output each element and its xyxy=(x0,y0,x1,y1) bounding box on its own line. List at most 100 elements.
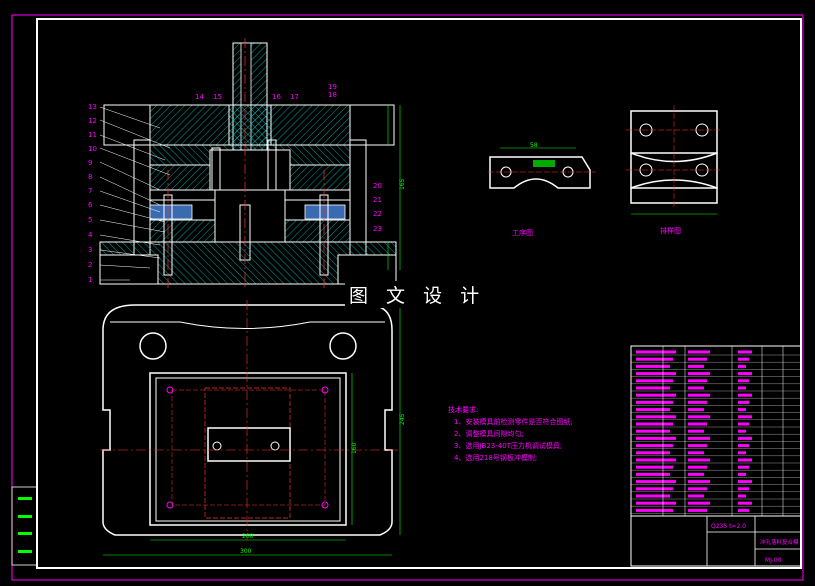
part-number: 16 xyxy=(272,93,281,101)
dim-workpiece-width: 58 xyxy=(530,142,538,149)
part-number: 20 xyxy=(373,182,382,190)
part-number: 4 xyxy=(88,231,93,239)
parts-list-cell xyxy=(636,422,673,426)
material-note: Q235 t=2.0 xyxy=(711,523,746,530)
parts-list-cell xyxy=(738,364,746,368)
parts-list-cell xyxy=(688,487,707,491)
part-number: 22 xyxy=(373,210,382,218)
parts-list-cell xyxy=(688,372,710,376)
dim-plan-width: 300 xyxy=(240,548,252,555)
parts-list-cell xyxy=(636,408,670,412)
parts-list-cell xyxy=(688,508,707,512)
parts-list xyxy=(630,345,802,517)
parts-list-cell xyxy=(738,487,749,491)
parts-list-cell xyxy=(636,393,676,397)
part-number: 10 xyxy=(88,145,97,153)
parts-list-cell xyxy=(688,480,710,484)
drawing-number: MJ-00 xyxy=(765,557,782,564)
parts-list-cell xyxy=(738,472,746,476)
dim-plan-inner-height: 160 xyxy=(351,442,358,454)
parts-list-cell xyxy=(738,386,746,390)
parts-list-cell xyxy=(738,451,746,455)
parts-list-cell xyxy=(688,364,704,368)
part-number: 13 xyxy=(88,103,97,111)
technical-requirement-item: 3、选用JB23-40T压力机调试模具; xyxy=(454,442,563,450)
dim-section-height: 165 xyxy=(399,178,406,190)
dim-plan-height: 245 xyxy=(399,413,406,425)
part-number: 3 xyxy=(88,246,92,254)
part-number: 17 xyxy=(290,93,299,101)
part-number: 21 xyxy=(373,196,382,204)
parts-list-cell xyxy=(636,480,676,484)
watermark: 图 文 设 计 xyxy=(345,281,490,308)
parts-list-cell xyxy=(688,444,707,448)
part-number: 18 xyxy=(328,91,337,99)
parts-list-cell xyxy=(688,379,707,383)
technical-requirement-item: 4、选用218号钢板冲模制; xyxy=(454,454,538,462)
part-number: 23 xyxy=(373,225,382,233)
title-block: Q235 t=2.0 冲孔落料复合模 MJ-00 xyxy=(630,515,802,567)
strip-layout-view xyxy=(626,105,722,215)
part-number: 7 xyxy=(88,187,92,195)
parts-list-cell xyxy=(688,350,710,354)
parts-list-cell xyxy=(636,372,676,376)
inner-border xyxy=(36,18,802,569)
parts-list-cell xyxy=(738,436,752,440)
parts-list-cell xyxy=(738,408,746,412)
parts-list-cell xyxy=(636,400,673,404)
parts-list-cell xyxy=(738,379,749,383)
part-number: 14 xyxy=(195,93,204,101)
part-number: 12 xyxy=(88,117,97,125)
plan-view: 300 200 245 160 xyxy=(100,300,406,556)
parts-list-cell xyxy=(636,357,673,361)
parts-list-cell xyxy=(688,451,704,455)
parts-list-cell xyxy=(738,465,749,469)
part-number: 11 xyxy=(88,131,97,139)
part-number: 8 xyxy=(88,173,92,181)
parts-list-cell xyxy=(636,465,673,469)
parts-list-cell xyxy=(636,472,670,476)
part-number: 5 xyxy=(88,216,92,224)
parts-list-cell xyxy=(636,458,676,462)
parts-list-cell xyxy=(636,364,670,368)
parts-list-cell xyxy=(738,458,752,462)
technical-requirements: 技术要求: 1、安装模具前检测零件是否符合图纸; 2、调整模具间隙均匀; 3、选… xyxy=(448,404,573,464)
technical-requirement-item: 1、安装模具前检测零件是否符合图纸; xyxy=(454,418,573,426)
part-numbers-top: 14 15 16 17 19 18 xyxy=(195,83,337,101)
parts-list-cell xyxy=(738,422,749,426)
parts-list-cell xyxy=(688,422,707,426)
parts-list-cell xyxy=(688,415,710,419)
parts-list-cell xyxy=(688,386,704,390)
technical-requirements-title: 技术要求: xyxy=(448,406,479,414)
parts-list-cell xyxy=(738,480,752,484)
parts-list-cell xyxy=(688,501,710,505)
part-number: 9 xyxy=(88,159,92,167)
part-number: 1 xyxy=(88,276,92,284)
technical-requirement-item: 2、调整模具间隙均匀; xyxy=(454,430,524,438)
parts-list-cell xyxy=(636,350,676,354)
parts-list-cell xyxy=(636,415,676,419)
parts-list-cell xyxy=(738,501,752,505)
part-number: 15 xyxy=(213,93,222,101)
parts-list-cell xyxy=(688,357,707,361)
part-number: 6 xyxy=(88,201,93,209)
section-view xyxy=(99,38,401,290)
left-title-strip xyxy=(11,486,38,566)
parts-list-cell xyxy=(636,494,670,498)
parts-list-cell xyxy=(636,444,673,448)
parts-list-cell xyxy=(738,494,746,498)
parts-list-cell xyxy=(688,472,704,476)
workpiece-view: 58 xyxy=(488,142,596,189)
parts-list-cell xyxy=(688,393,710,397)
dim-plan-inner-width: 200 xyxy=(242,533,254,540)
parts-list-cell xyxy=(738,508,749,512)
part-numbers-left: 13 12 11 10 9 8 7 6 5 4 3 2 1 xyxy=(88,103,97,284)
parts-list-cell xyxy=(688,465,707,469)
parts-list-cell xyxy=(636,386,670,390)
parts-list-cell xyxy=(738,357,749,361)
workpiece-label: 工序图 xyxy=(512,229,533,237)
parts-list-cell xyxy=(688,429,704,433)
outer-border xyxy=(11,14,804,581)
parts-list-cell xyxy=(688,458,710,462)
